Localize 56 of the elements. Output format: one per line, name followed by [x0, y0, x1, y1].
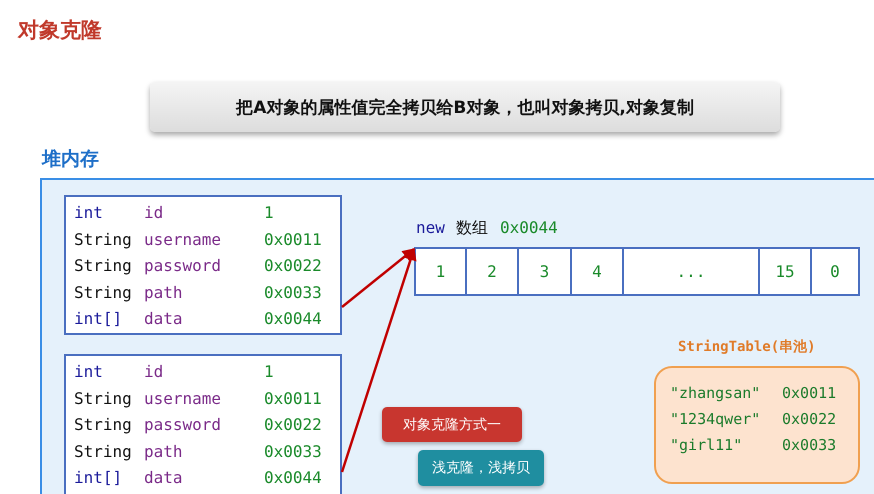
array-cell: ... [622, 247, 760, 296]
field-value: 0x0022 [264, 255, 322, 277]
field-name: id [144, 361, 164, 383]
array-heading: 0x0044 [500, 217, 558, 239]
field-value: 1 [264, 361, 274, 383]
arrow [341, 248, 415, 308]
field-name: username [144, 228, 222, 250]
array-cell: 15 [758, 247, 812, 296]
field-name: id [144, 202, 164, 224]
array-cell: 3 [517, 247, 572, 296]
string-literal: "1234qwer" [670, 409, 760, 430]
field-name: password [144, 255, 222, 277]
array-heading: new [416, 217, 445, 239]
array-cell: 0 [810, 247, 860, 296]
string-address: 0x0033 [782, 435, 836, 456]
field-name: path [144, 440, 183, 462]
array-heading: 数组 [456, 217, 488, 239]
arrow [340, 248, 416, 472]
section-heading: 堆内存 [42, 147, 99, 172]
field-name: username [144, 388, 222, 410]
type-keyword: String [74, 414, 132, 436]
type-keyword: String [74, 228, 132, 250]
field-value: 0x0011 [264, 228, 322, 250]
array-cell: 4 [570, 247, 624, 296]
field-value: 0x0033 [264, 440, 322, 462]
page-title: 对象克隆 [18, 17, 102, 44]
field-value: 0x0011 [264, 388, 322, 410]
shallow-copy-tag: 浅克隆，浅拷贝 [418, 450, 544, 486]
string-address: 0x0022 [782, 409, 836, 430]
type-keyword: String [74, 440, 132, 462]
type-keyword: int [74, 202, 103, 224]
banner-box: 把A对象的属性值完全拷贝给B对象，也叫对象拷贝,对象复制 [150, 82, 780, 132]
field-name: password [144, 414, 222, 436]
type-keyword: int[] [74, 308, 122, 330]
field-value: 0x0044 [264, 308, 322, 330]
field-value: 1 [264, 202, 274, 224]
string-literal: "zhangsan" [670, 383, 760, 404]
array-cell: 2 [465, 247, 519, 296]
array-cell: 1 [414, 247, 467, 296]
type-keyword: int [74, 361, 103, 383]
field-value: 0x0044 [264, 467, 322, 489]
field-name: path [144, 282, 183, 304]
object-box [64, 354, 342, 494]
string-address: 0x0011 [782, 383, 836, 404]
field-value: 0x0022 [264, 414, 322, 436]
string-literal: "girl11" [670, 435, 742, 456]
type-keyword: int[] [74, 467, 122, 489]
type-keyword: String [74, 282, 132, 304]
type-keyword: String [74, 255, 132, 277]
table-heading: StringTable(串池) [678, 338, 816, 356]
field-name: data [144, 308, 183, 330]
field-value: 0x0033 [264, 282, 322, 304]
type-keyword: String [74, 388, 132, 410]
method-tag: 对象克隆方式一 [382, 407, 522, 442]
field-name: data [144, 467, 183, 489]
object-box [64, 195, 342, 335]
